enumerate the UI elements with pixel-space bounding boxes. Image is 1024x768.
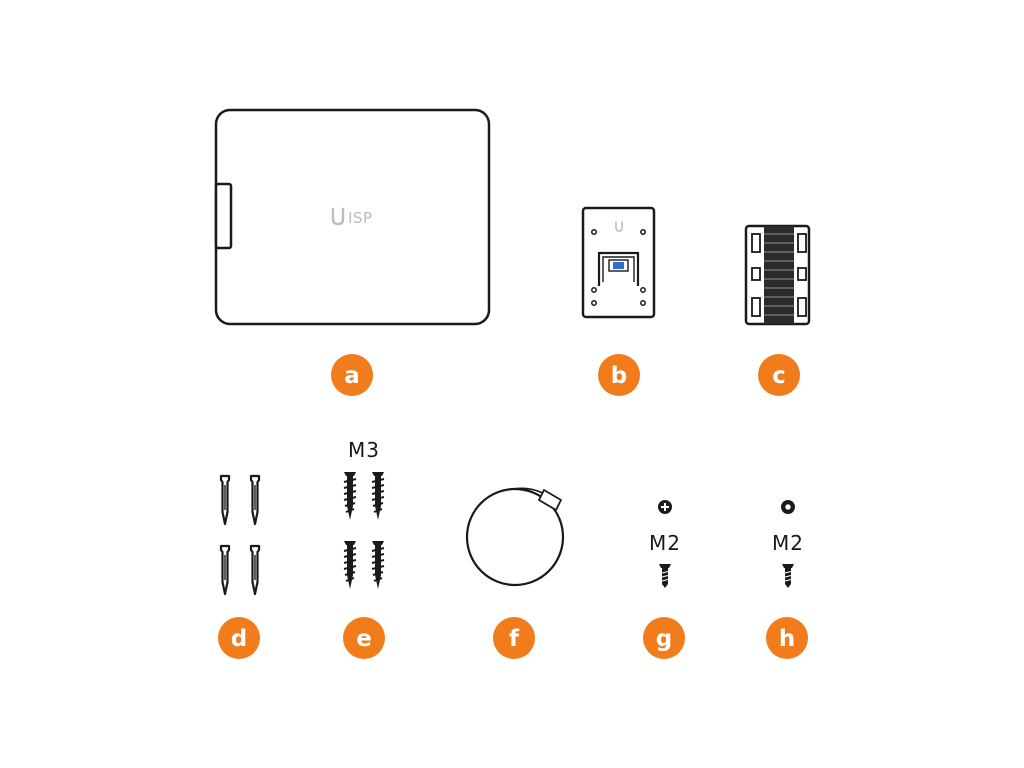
size-label-h: M2 <box>772 531 804 555</box>
badge-letter-e: e <box>356 626 372 652</box>
badge-letter-c: c <box>772 363 786 389</box>
heatsink-module-icon <box>744 224 811 326</box>
mounting-bracket-icon <box>581 206 656 319</box>
device-brand-text: ISP <box>348 209 373 227</box>
badge-a: a <box>331 354 373 396</box>
badge-e: e <box>343 617 385 659</box>
phillips-head-icon <box>658 500 672 514</box>
badge-f: f <box>493 617 535 659</box>
wood-screw-icon <box>343 471 385 590</box>
badge-d: d <box>218 617 260 659</box>
hose-clamp-icon <box>465 487 565 587</box>
size-label-e: M3 <box>348 438 380 462</box>
wall-anchor-icon <box>219 474 261 596</box>
badge-letter-a: a <box>344 363 360 389</box>
badge-letter-g: g <box>656 626 672 652</box>
ubiquiti-u-logo-icon <box>331 207 345 226</box>
torx-screw-icon <box>781 563 795 589</box>
badge-h: h <box>766 617 808 659</box>
badge-letter-h: h <box>779 626 795 652</box>
size-label-g: M2 <box>649 531 681 555</box>
badge-c: c <box>758 354 800 396</box>
badge-b: b <box>598 354 640 396</box>
torx-head-icon <box>781 500 795 514</box>
enclosure-box-icon: ISP <box>214 108 491 326</box>
phillips-screw-icon <box>658 563 672 589</box>
badge-letter-b: b <box>611 363 627 389</box>
badge-g: g <box>643 617 685 659</box>
badge-letter-d: d <box>231 626 247 652</box>
badge-letter-f: f <box>509 626 520 652</box>
